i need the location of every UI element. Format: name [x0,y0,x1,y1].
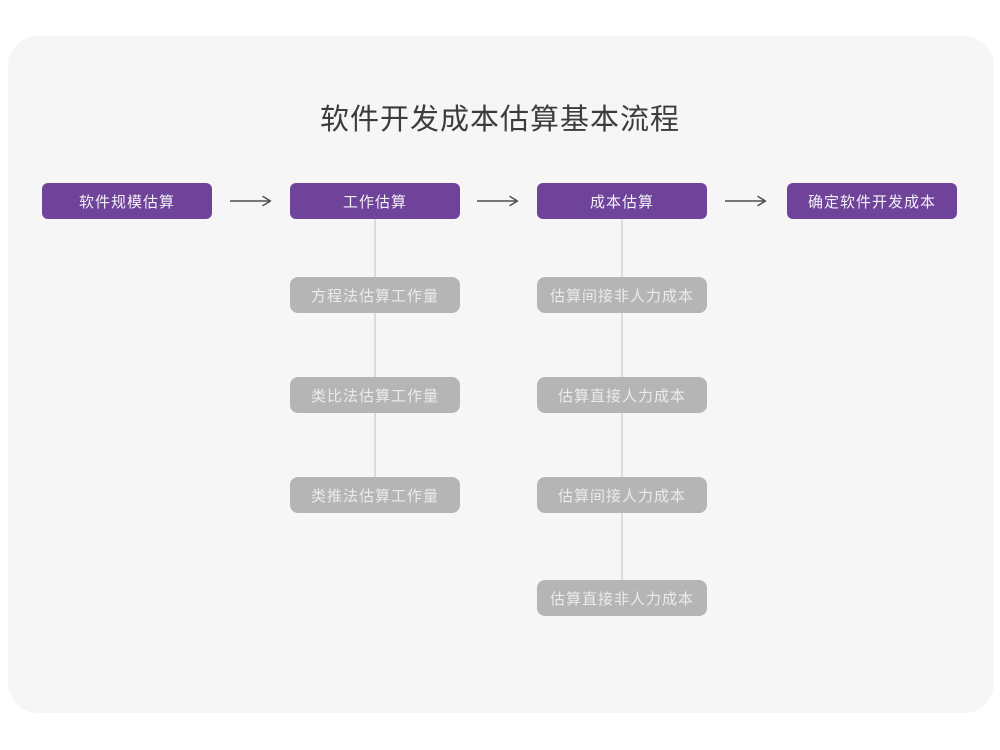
sub-node-direct-nonlabor-cost: 估算直接非人力成本 [537,580,707,616]
diagram-title: 软件开发成本估算基本流程 [319,104,680,136]
arrow-right-icon [476,195,520,207]
diagram-card [8,36,994,713]
sub-node-inference-method: 类推法估算工作量 [290,477,460,513]
sub-node-direct-labor-cost: 估算直接人力成本 [537,377,707,413]
sub-node-equation-method: 方程法估算工作量 [290,277,460,313]
flow-node-cost-estimation: 成本估算 [537,183,707,219]
connector-line-work [374,219,376,477]
sub-node-analogy-method: 类比法估算工作量 [290,377,460,413]
flow-node-software-scale-estimation: 软件规模估算 [42,183,212,219]
arrow-right-icon [724,195,768,207]
flow-node-determine-dev-cost: 确定软件开发成本 [787,183,957,219]
flow-node-work-estimation: 工作估算 [290,183,460,219]
arrow-right-icon [229,195,273,207]
sub-node-indirect-labor-cost: 估算间接人力成本 [537,477,707,513]
sub-node-indirect-nonlabor-cost: 估算间接非人力成本 [537,277,707,313]
